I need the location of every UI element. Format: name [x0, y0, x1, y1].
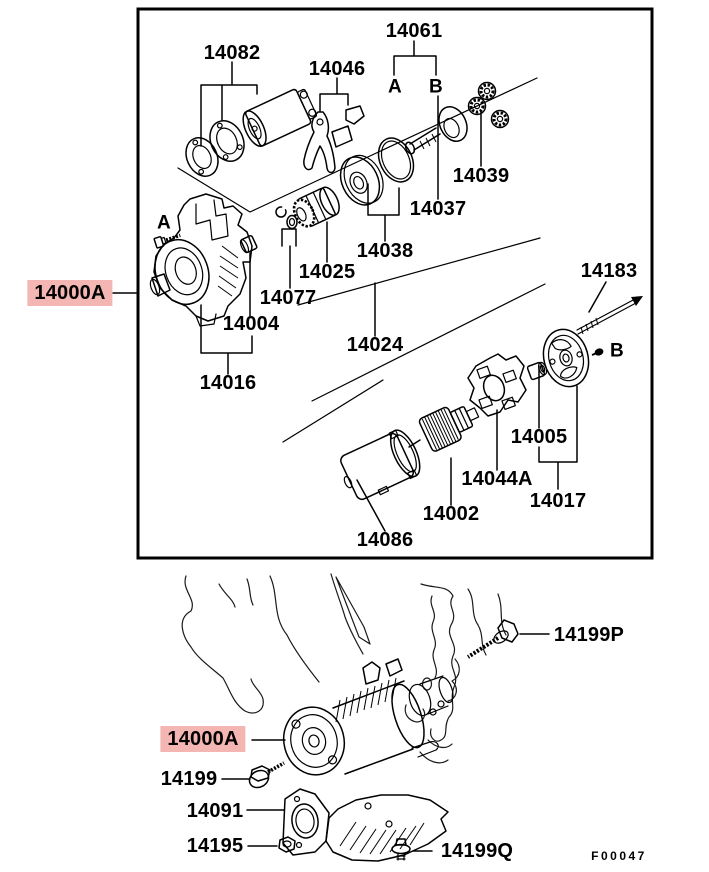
marker-b-under-14061: B — [429, 76, 443, 98]
marker-a-housing-bolt: A — [157, 212, 171, 234]
drawing-yoke-housing-14086 — [340, 429, 421, 501]
part-label-14199p: 14199P — [553, 624, 625, 646]
drawing-drive-pinion-14025 — [292, 186, 340, 228]
construction-lines — [177, 77, 546, 443]
part-label-14000a-highlighted-installed[interactable]: 14000A — [160, 726, 246, 752]
part-label-14039: 14039 — [452, 165, 510, 187]
part-label-14000a-highlighted-exploded[interactable]: 14000A — [27, 280, 113, 306]
part-label-14044a: 14044A — [461, 468, 533, 490]
part-label-14061: 14061 — [385, 20, 443, 42]
drawing-bolt-14199 — [248, 761, 285, 789]
part-label-14038: 14038 — [356, 240, 414, 262]
leader-lines-exploded — [112, 40, 607, 532]
part-label-14005: 14005 — [510, 426, 568, 448]
drawing-bolt-14199q — [391, 838, 411, 861]
drawing-o-ring-14038 — [377, 137, 415, 183]
drawing-engine-outline — [181, 573, 507, 764]
part-label-14025: 14025 — [298, 261, 356, 283]
drawing-plug-14004 — [239, 235, 258, 254]
part-label-14046: 14046 — [308, 58, 366, 80]
marker-a-under-14061: A — [388, 76, 402, 98]
part-label-14004: 14004 — [222, 313, 280, 335]
part-label-14199: 14199 — [160, 768, 218, 790]
part-label-14082: 14082 — [203, 42, 261, 64]
drawing-stud-14183 — [576, 296, 643, 335]
drawing-bolt-b — [591, 348, 604, 356]
drawing-snap-rings-14077 — [275, 206, 298, 230]
drawing-bushing-14005 — [526, 361, 548, 381]
drawing-brush-holder-14044a — [467, 353, 527, 417]
drawing-starter-installed — [282, 658, 454, 776]
figure-code: F00047 — [591, 849, 647, 863]
drawing-washer-rings-14082 — [185, 120, 245, 177]
part-label-14086: 14086 — [356, 529, 414, 551]
part-label-14017: 14017 — [529, 490, 587, 512]
part-label-14002: 14002 — [422, 503, 480, 525]
drawing-bolt-a — [153, 233, 181, 249]
part-label-14091: 14091 — [186, 800, 244, 822]
leader-lines-installed — [221, 633, 550, 852]
part-label-14183: 14183 — [580, 260, 638, 282]
exploded-view-border — [136, 7, 654, 560]
part-label-14024: 14024 — [346, 334, 404, 356]
marker-b-rear-bolt: B — [610, 340, 624, 362]
part-label-14199q: 14199Q — [440, 840, 514, 862]
drawing-shift-fork-14046 — [303, 105, 365, 174]
drawing-bolt-14199p — [466, 619, 519, 659]
drawing-center-bracket — [339, 154, 384, 206]
drawing-solenoid — [242, 88, 318, 148]
part-label-14077: 14077 — [259, 287, 317, 309]
drawing-armature-14002 — [408, 406, 480, 452]
drawing-rear-cover-14017 — [542, 328, 590, 388]
drawing-output-shaft-14037 — [404, 106, 468, 155]
drawing-bracket-14091 — [282, 788, 449, 862]
drawing-nut-14195 — [278, 836, 296, 853]
part-label-14016: 14016 — [199, 372, 257, 394]
drawing-planet-gears-14039 — [467, 81, 510, 129]
part-label-14037: 14037 — [409, 198, 467, 220]
part-label-14195: 14195 — [186, 835, 244, 857]
drawing-front-housing-14000a — [149, 193, 253, 327]
